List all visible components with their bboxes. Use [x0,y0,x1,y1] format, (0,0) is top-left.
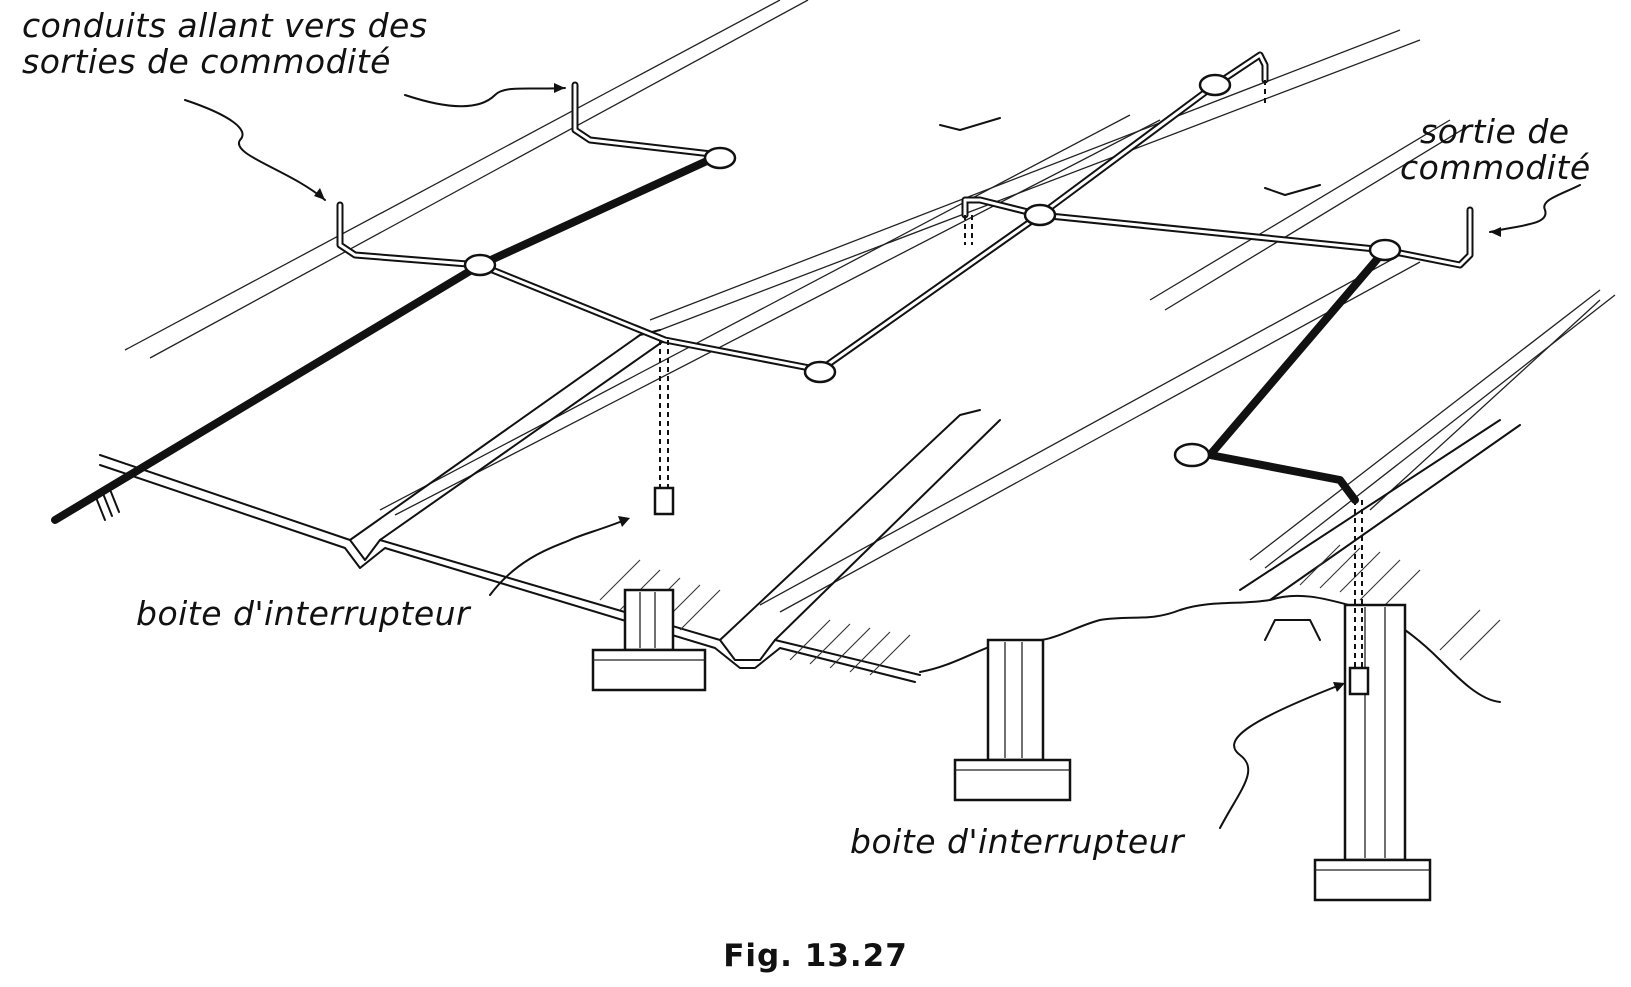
column-right [1313,603,1432,902]
label-sortie-line1: sortie de [1420,112,1570,151]
label-conduits-line1: conduits allant vers des [22,6,428,45]
conduit-network [336,51,1474,504]
label-boite-interrupteur-right: boite d'interrupteur [850,822,1185,861]
figure-caption: Fig. 13.27 [723,938,908,974]
deck-ribs [99,117,1521,683]
label-sortie-line2: commodité [1400,147,1591,187]
junction-boxes [463,73,1402,468]
label-conduits: conduits allant vers des sorties de comm… [22,8,428,79]
label-boite-interrupteur-left: boite d'interrupteur [136,594,471,633]
label-conduits-line2: sorties de commodité [22,41,391,81]
leader-arrows [184,83,1581,829]
floor-deck-lines [124,0,1616,613]
dashed-drops [653,80,1370,696]
column-middle [953,638,1072,802]
switch-box-left-shape [653,486,675,516]
label-sortie-de-commodite: sortie de commodité [1400,114,1591,185]
switch-box-right-shape [1348,666,1370,696]
column-left [591,588,707,692]
